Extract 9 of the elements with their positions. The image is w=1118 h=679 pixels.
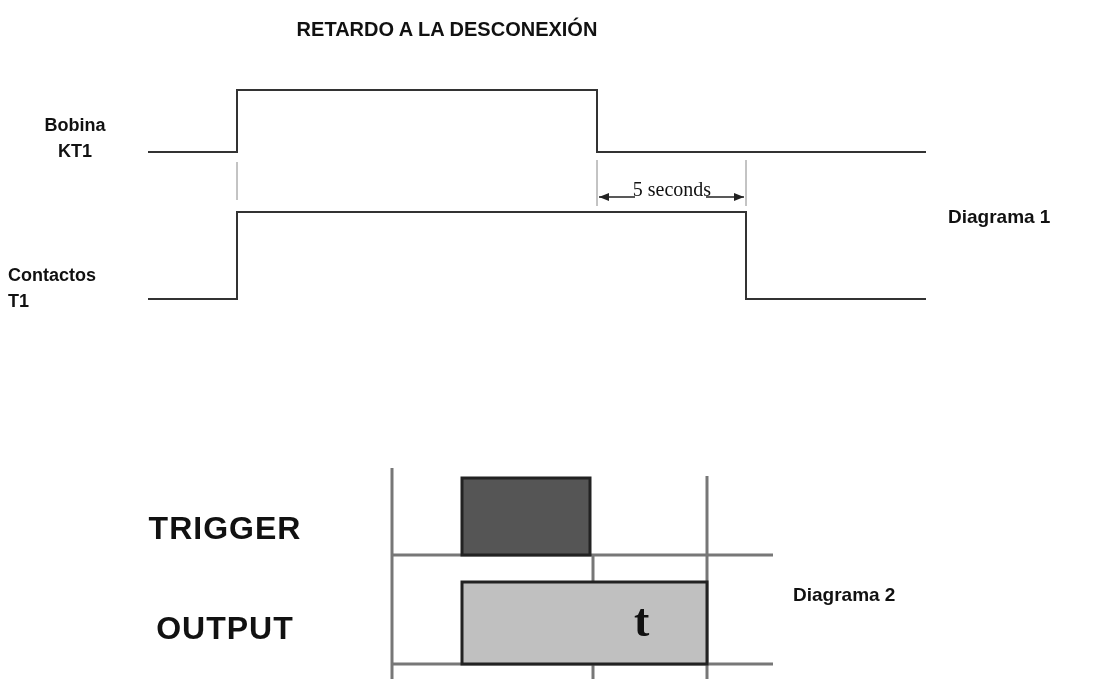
signal-label: Contactos T1 — [8, 264, 97, 313]
time-symbol: t — [634, 596, 650, 646]
diagram-label: Diagrama 2 — [793, 584, 896, 606]
dimension-label: 5 seconds — [632, 182, 712, 196]
signal-label: OUTPUT — [155, 610, 295, 647]
diagram-title: RETARDO A LA DESCONEXIÓN — [295, 18, 599, 41]
diagram-label: Diagrama 1 — [948, 206, 1051, 228]
signal-label: Bobina KT1 — [43, 114, 107, 163]
signal-label: TRIGGER — [147, 510, 303, 547]
